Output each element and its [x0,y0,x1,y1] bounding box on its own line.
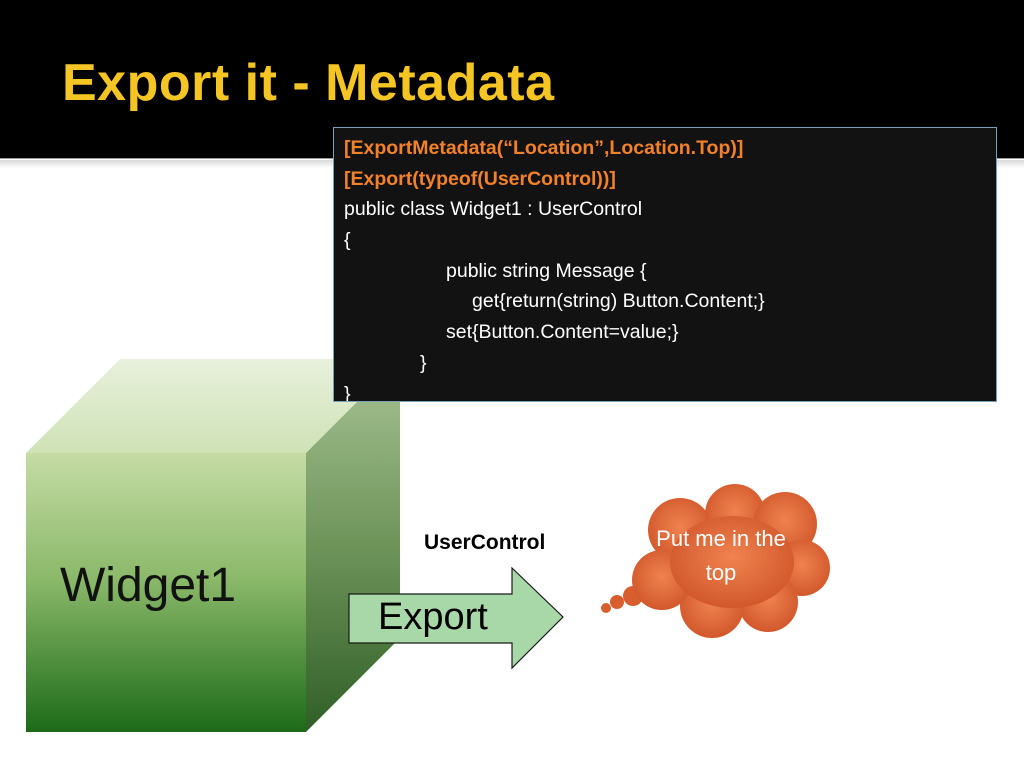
slide-title: Export it - Metadata [62,54,555,112]
callout-text: Put me in the top [656,526,786,585]
code-line-export-attribute: [Export(typeof(UserControl))] [344,167,616,190]
code-line-property-close-brace: } [420,351,427,374]
code-snippet-box: [ExportMetadata(“Location”,Location.Top)… [333,127,997,402]
interface-label: UserControl [424,531,546,554]
cube-front-face [26,453,306,732]
code-line-class-close-brace: } [344,382,351,402]
cloud-body [632,484,830,638]
code-line-class-declaration: public class Widget1 : UserControl [344,198,643,221]
code-line-open-brace: { [344,229,351,252]
cube-top-face [26,359,400,453]
code-line-property-declaration: public string Message { [446,259,647,282]
export-arrow-label: Export [378,596,488,638]
code-line-setter: set{Button.Content=value;} [446,321,679,344]
code-line-getter: get{return(string) Button.Content;} [472,290,765,313]
cloud-trail-bubble [610,595,624,609]
code-line-export-metadata: [ExportMetadata(“Location”,Location.Top)… [344,137,744,159]
widget-label: Widget1 [60,559,237,612]
export-arrow [348,566,564,670]
widget-cube [26,359,400,732]
thought-cloud [601,484,830,638]
cloud-trail-bubble [601,603,611,613]
